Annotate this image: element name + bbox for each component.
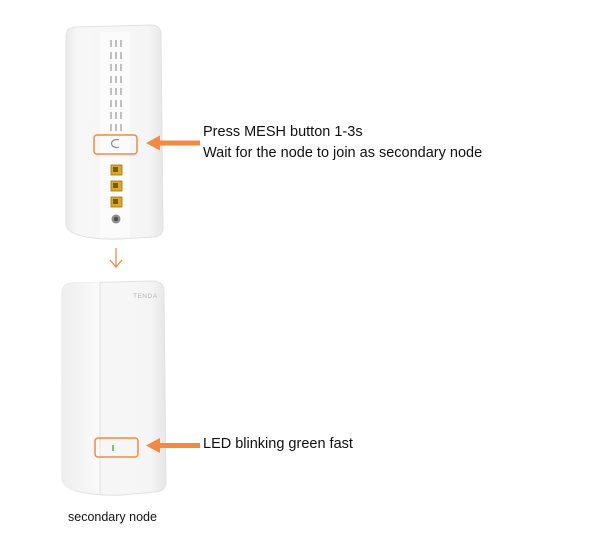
mesh-callout-arrow (146, 135, 200, 151)
mesh-button[interactable] (110, 138, 120, 149)
led-highlight (94, 437, 139, 458)
power-jack (111, 214, 121, 224)
vent-slots (110, 40, 122, 131)
status-led (112, 445, 114, 451)
ethernet-port-1 (110, 164, 123, 176)
mesh-instruction-line2: Wait for the node to join as secondary n… (203, 145, 483, 161)
led-instruction: LED blinking green fast (203, 436, 353, 452)
top-mesh-node (65, 24, 164, 240)
mesh-button-highlight (93, 134, 138, 155)
bottom-node-left-panel (62, 282, 100, 494)
bottom-mesh-node: TENDA (61, 280, 167, 496)
ethernet-port-3 (110, 196, 123, 208)
secondary-node-caption: secondary node (68, 510, 157, 524)
led-callout-arrow (146, 438, 200, 453)
ethernet-port-2 (110, 180, 123, 192)
brand-logo: TENDA (133, 293, 158, 300)
mesh-instruction-line1: Press MESH button 1-3s (203, 124, 363, 140)
down-arrow (109, 248, 123, 268)
